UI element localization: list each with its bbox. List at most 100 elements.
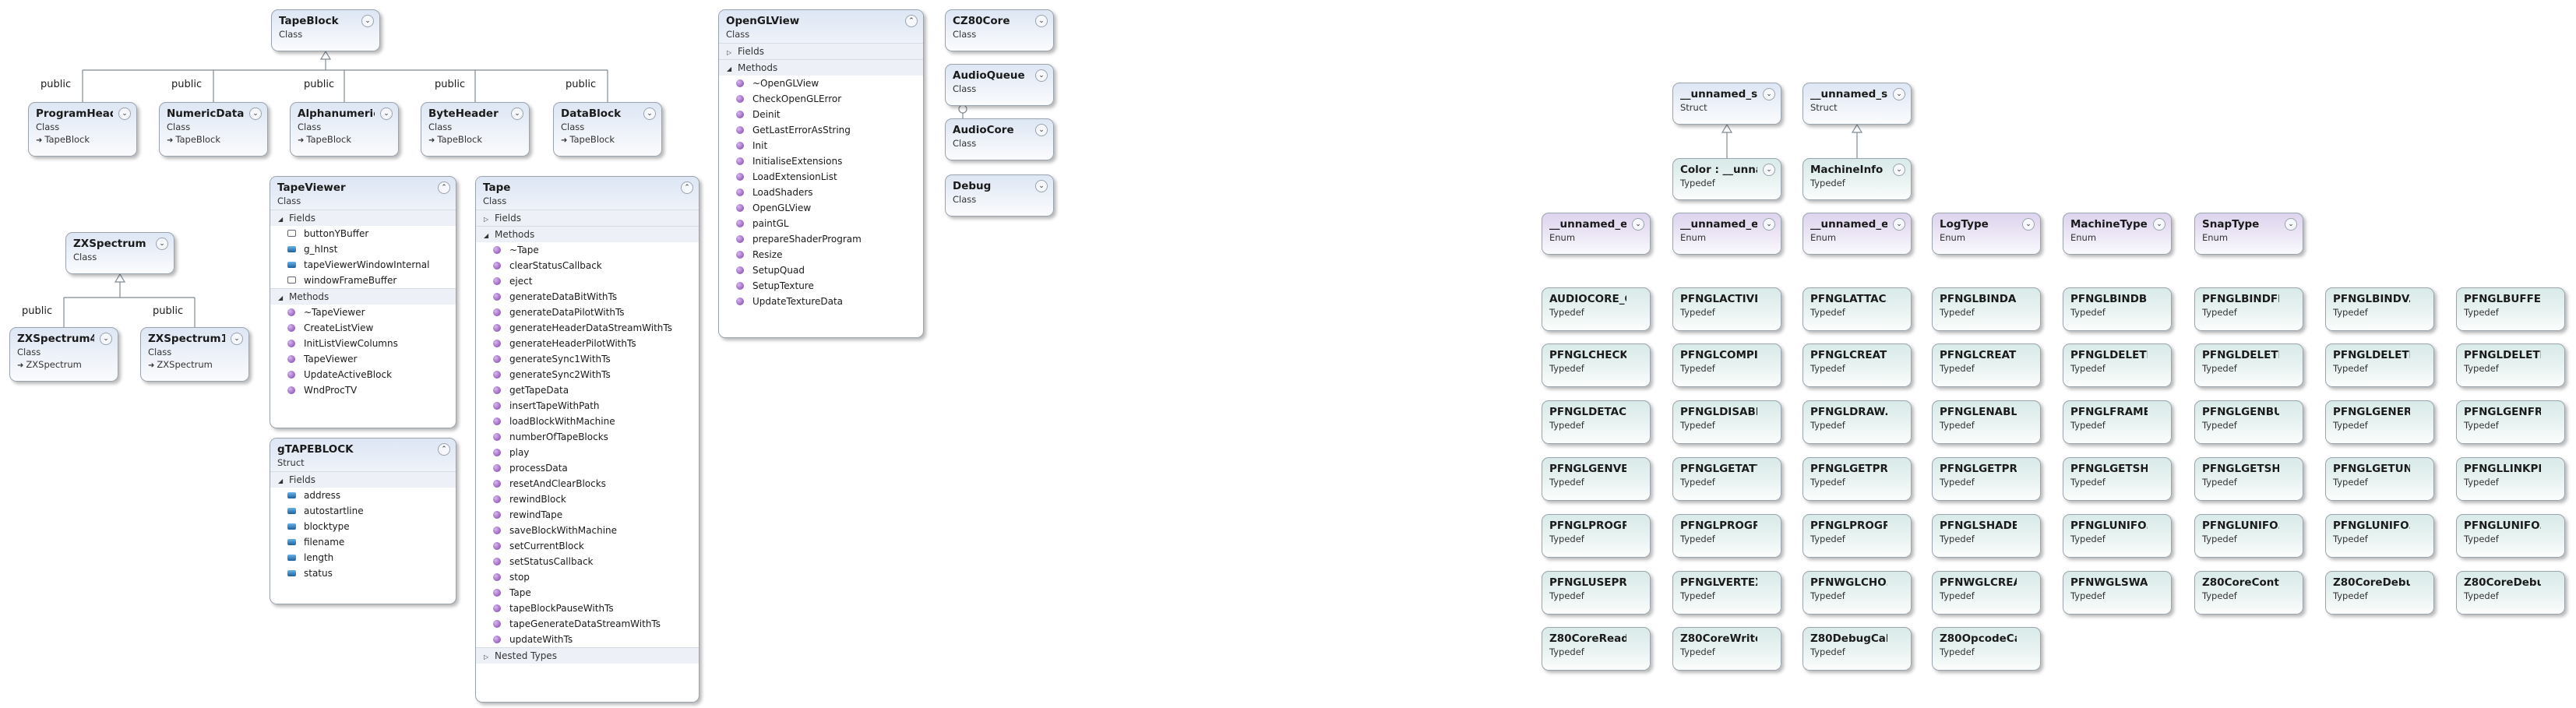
method-item[interactable]: resetAndClearBlocks: [476, 476, 699, 491]
section-toggle[interactable]: ◢Fields: [270, 471, 456, 488]
typedef-box[interactable]: PFNGLDELETE...Typedef: [2194, 343, 2303, 387]
collapse-chevron-icon[interactable]: ⌃: [438, 181, 450, 194]
collapse-chevron-icon[interactable]: ⌃: [438, 443, 450, 456]
shape-numericdata[interactable]: NumericData...Class➜TapeBlock⌄: [159, 102, 268, 157]
shape-zxspectrum128[interactable]: ZXSpectrum128Class➜ZXSpectrum⌄: [140, 327, 249, 382]
typedef-box[interactable]: PFNGLGETUNI...Typedef: [2325, 457, 2434, 501]
typedef-box[interactable]: PFNGLATTAC...Typedef: [1802, 287, 1912, 331]
shape-color_td[interactable]: Color : __unna...Typedef⌄: [1672, 158, 1781, 200]
typedef-box[interactable]: PFNGLBINDA...Typedef: [1932, 287, 2041, 331]
field-item[interactable]: status: [270, 565, 456, 581]
typedef-box[interactable]: PFNWGLCREA...Typedef: [1932, 571, 2041, 615]
typedef-box[interactable]: PFNGLENABL...Typedef: [1932, 400, 2041, 444]
expand-chevron-icon[interactable]: ⌄: [156, 238, 168, 250]
method-item[interactable]: OpenGLView: [719, 200, 923, 216]
method-item[interactable]: GetLastErrorAsString: [719, 122, 923, 138]
expand-chevron-icon[interactable]: ⌄: [2285, 218, 2297, 231]
typedef-box[interactable]: Z80DebugCall...Typedef: [1802, 627, 1912, 671]
shape-alphanumeric[interactable]: Alphanumeric...Class➜TapeBlock⌄: [290, 102, 399, 157]
method-item[interactable]: tapeBlockPauseWithTs: [476, 601, 699, 616]
expand-chevron-icon[interactable]: ⌄: [1763, 218, 1775, 231]
method-item[interactable]: Deinit: [719, 107, 923, 122]
method-item[interactable]: UpdateTextureData: [719, 294, 923, 309]
expand-chevron-icon[interactable]: ⌄: [1632, 218, 1644, 231]
typedef-box[interactable]: PFNGLCREATE...Typedef: [1802, 343, 1912, 387]
expand-chevron-icon[interactable]: ⌄: [511, 107, 523, 120]
method-item[interactable]: eject: [476, 273, 699, 289]
field-item[interactable]: filename: [270, 534, 456, 550]
typedef-box[interactable]: PFNGLDELETE...Typedef: [2325, 343, 2434, 387]
expand-chevron-icon[interactable]: ⌄: [118, 107, 131, 120]
expand-chevron-icon[interactable]: ⌄: [100, 333, 112, 345]
typedef-box[interactable]: PFNGLCHECK...Typedef: [1542, 343, 1651, 387]
typedef-box[interactable]: PFNGLLINKPR...Typedef: [2456, 457, 2565, 501]
method-item[interactable]: Tape: [476, 585, 699, 601]
typedef-box[interactable]: Z80CoreDebu...Typedef: [2456, 571, 2565, 615]
method-item[interactable]: generateDataPilotWithTs: [476, 305, 699, 320]
field-item[interactable]: autostartline: [270, 503, 456, 519]
method-item[interactable]: Init: [719, 138, 923, 153]
method-item[interactable]: CheckOpenGLError: [719, 91, 923, 107]
shape-programheader[interactable]: ProgramHeaderClass➜TapeBlock⌄: [28, 102, 137, 157]
typedef-box[interactable]: PFNGLSHADE...Typedef: [1932, 514, 2041, 558]
method-item[interactable]: prepareShaderProgram: [719, 231, 923, 247]
typedef-box[interactable]: PFNGLDISABL...Typedef: [1672, 400, 1781, 444]
expand-chevron-icon[interactable]: ⌄: [1893, 164, 1905, 176]
method-item[interactable]: CreateListView: [270, 320, 456, 336]
expand-chevron-icon[interactable]: ⌄: [1035, 124, 1048, 136]
expand-chevron-icon[interactable]: ⌄: [1035, 180, 1048, 192]
shape-machineinfo_td[interactable]: MachineInfo :...Typedef⌄: [1802, 158, 1912, 200]
method-item[interactable]: generateDataBitWithTs: [476, 289, 699, 305]
section-toggle[interactable]: ◢Methods: [719, 59, 923, 76]
method-item[interactable]: ~TapeViewer: [270, 305, 456, 320]
method-item[interactable]: generateHeaderDataStreamWithTs: [476, 320, 699, 336]
typedef-box[interactable]: PFNGLGENVE...Typedef: [1542, 457, 1651, 501]
typedef-box[interactable]: PFNGLUNIFO...Typedef: [2194, 514, 2303, 558]
field-item[interactable]: buttonYBuffer: [270, 226, 456, 241]
typedef-box[interactable]: PFNGLBINDB...Typedef: [2063, 287, 2172, 331]
typedef-box[interactable]: AUDIOCORE_C...Typedef: [1542, 287, 1651, 331]
typedef-box[interactable]: PFNGLBINDV...Typedef: [2325, 287, 2434, 331]
section-toggle[interactable]: ▷Nested Types: [476, 647, 699, 664]
method-item[interactable]: tapeGenerateDataStreamWithTs: [476, 616, 699, 632]
method-item[interactable]: setCurrentBlock: [476, 538, 699, 554]
collapse-chevron-icon[interactable]: ⌃: [905, 15, 918, 27]
section-toggle[interactable]: ◢Fields: [270, 210, 456, 226]
method-item[interactable]: play: [476, 445, 699, 460]
method-item[interactable]: LoadShaders: [719, 185, 923, 200]
typedef-box[interactable]: PFNGLUNIFO...Typedef: [2325, 514, 2434, 558]
field-item[interactable]: blocktype: [270, 519, 456, 534]
expand-chevron-icon[interactable]: ⌄: [2022, 218, 2035, 231]
method-item[interactable]: setStatusCallback: [476, 554, 699, 569]
method-item[interactable]: ~OpenGLView: [719, 76, 923, 91]
method-item[interactable]: numberOfTapeBlocks: [476, 429, 699, 445]
method-item[interactable]: TapeViewer: [270, 351, 456, 367]
method-item[interactable]: generateHeaderPilotWithTs: [476, 336, 699, 351]
method-item[interactable]: rewindTape: [476, 507, 699, 523]
typedef-box[interactable]: Z80CoreConte...Typedef: [2194, 571, 2303, 615]
typedef-box[interactable]: PFNGLCREATE...Typedef: [1932, 343, 2041, 387]
field-item[interactable]: g_hInst: [270, 241, 456, 257]
expand-chevron-icon[interactable]: ⌄: [1893, 88, 1905, 100]
typedef-box[interactable]: PFNGLUNIFO...Typedef: [2456, 514, 2565, 558]
typedef-box[interactable]: PFNGLGETPR...Typedef: [1802, 457, 1912, 501]
typedef-box[interactable]: PFNGLGENFR...Typedef: [2456, 400, 2565, 444]
method-item[interactable]: clearStatusCallback: [476, 258, 699, 273]
typedef-box[interactable]: PFNGLCOMPI...Typedef: [1672, 343, 1781, 387]
method-item[interactable]: stop: [476, 569, 699, 585]
typedef-box[interactable]: PFNGLPROGR...Typedef: [1802, 514, 1912, 558]
method-item[interactable]: WndProcTV: [270, 382, 456, 398]
shape-unnamed_st1[interactable]: __unnamed_st...Struct⌄: [1672, 83, 1781, 125]
typedef-box[interactable]: PFNGLUSEPR...Typedef: [1542, 571, 1651, 615]
typedef-box[interactable]: PFNGLPROGR...Typedef: [1542, 514, 1651, 558]
method-item[interactable]: getTapeData: [476, 382, 699, 398]
typedef-box[interactable]: PFNGLPROGR...Typedef: [1672, 514, 1781, 558]
expand-chevron-icon[interactable]: ⌄: [1763, 164, 1775, 176]
method-item[interactable]: Resize: [719, 247, 923, 262]
